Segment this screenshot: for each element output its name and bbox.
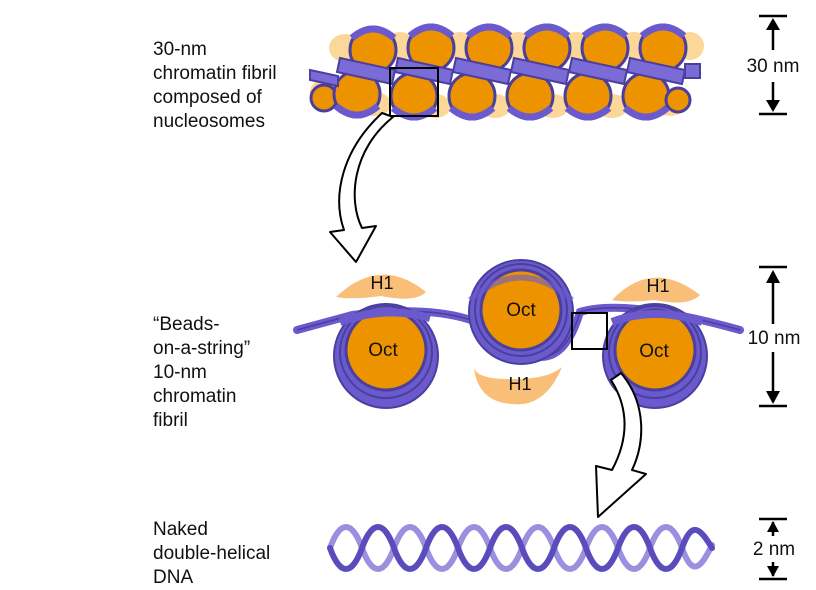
- h1-blob-right: [612, 277, 700, 303]
- fibril-bottom-row: [309, 69, 692, 121]
- scale-2nm-label: 2 nm: [753, 539, 795, 560]
- nucleosome-right: [602, 303, 708, 409]
- fibril-top-row: [348, 23, 688, 75]
- scale-2nm: [759, 517, 787, 581]
- h1-label-left: H1: [370, 273, 393, 293]
- h1-blob-left: [336, 274, 426, 299]
- label-beads-on-string: “Beads- on-a-string” 10-nm chromatin fib…: [153, 313, 250, 433]
- label-beads-line5: fibril: [153, 410, 188, 431]
- label-naked-dna: Naked double-helical DNA: [153, 518, 270, 590]
- nucleosome-left: [333, 303, 439, 409]
- h1-label-middle: H1: [508, 374, 531, 394]
- dna-strand-dark: [327, 524, 715, 572]
- oct-label-left: Oct: [368, 340, 398, 361]
- zoom-arrow-2: [595, 372, 647, 518]
- oct-label-right: Oct: [639, 341, 669, 362]
- zoom-box-10nm: [571, 312, 608, 350]
- label-30nm-line4: nucleosomes: [153, 111, 265, 132]
- beads-on-string: Oct Oct Oct H1 H1 H1: [293, 259, 744, 409]
- scale-10nm: [759, 265, 787, 408]
- label-beads-line2: on-a-string”: [153, 338, 251, 359]
- naked-dna-helix: [327, 524, 715, 572]
- h1-blob-middle: [474, 367, 562, 405]
- scale-30nm-label: 30 nm: [747, 56, 800, 77]
- fibril-30nm: [309, 23, 704, 121]
- scale-30nm: [759, 14, 787, 116]
- label-dna-line2: double-helical: [153, 543, 271, 564]
- label-beads-line3: 10-nm: [153, 362, 207, 383]
- oct-label-middle: Oct: [506, 300, 536, 321]
- label-30nm-line1: 30-nm: [153, 39, 207, 60]
- label-beads-line4: chromatin: [153, 386, 237, 407]
- zoom-arrow-1: [329, 112, 394, 263]
- scale-10nm-label: 10 nm: [748, 328, 801, 349]
- label-30nm-fibril: 30-nm chromatin fibril composed of nucle…: [153, 38, 277, 134]
- zoom-box-30nm: [389, 67, 439, 117]
- label-beads-line1: “Beads-: [153, 314, 220, 335]
- label-dna-line1: Naked: [153, 519, 208, 540]
- label-30nm-line3: composed of: [153, 87, 262, 108]
- h1-label-right: H1: [646, 276, 669, 296]
- label-30nm-line2: chromatin fibril: [153, 63, 277, 84]
- label-dna-line3: DNA: [153, 567, 194, 588]
